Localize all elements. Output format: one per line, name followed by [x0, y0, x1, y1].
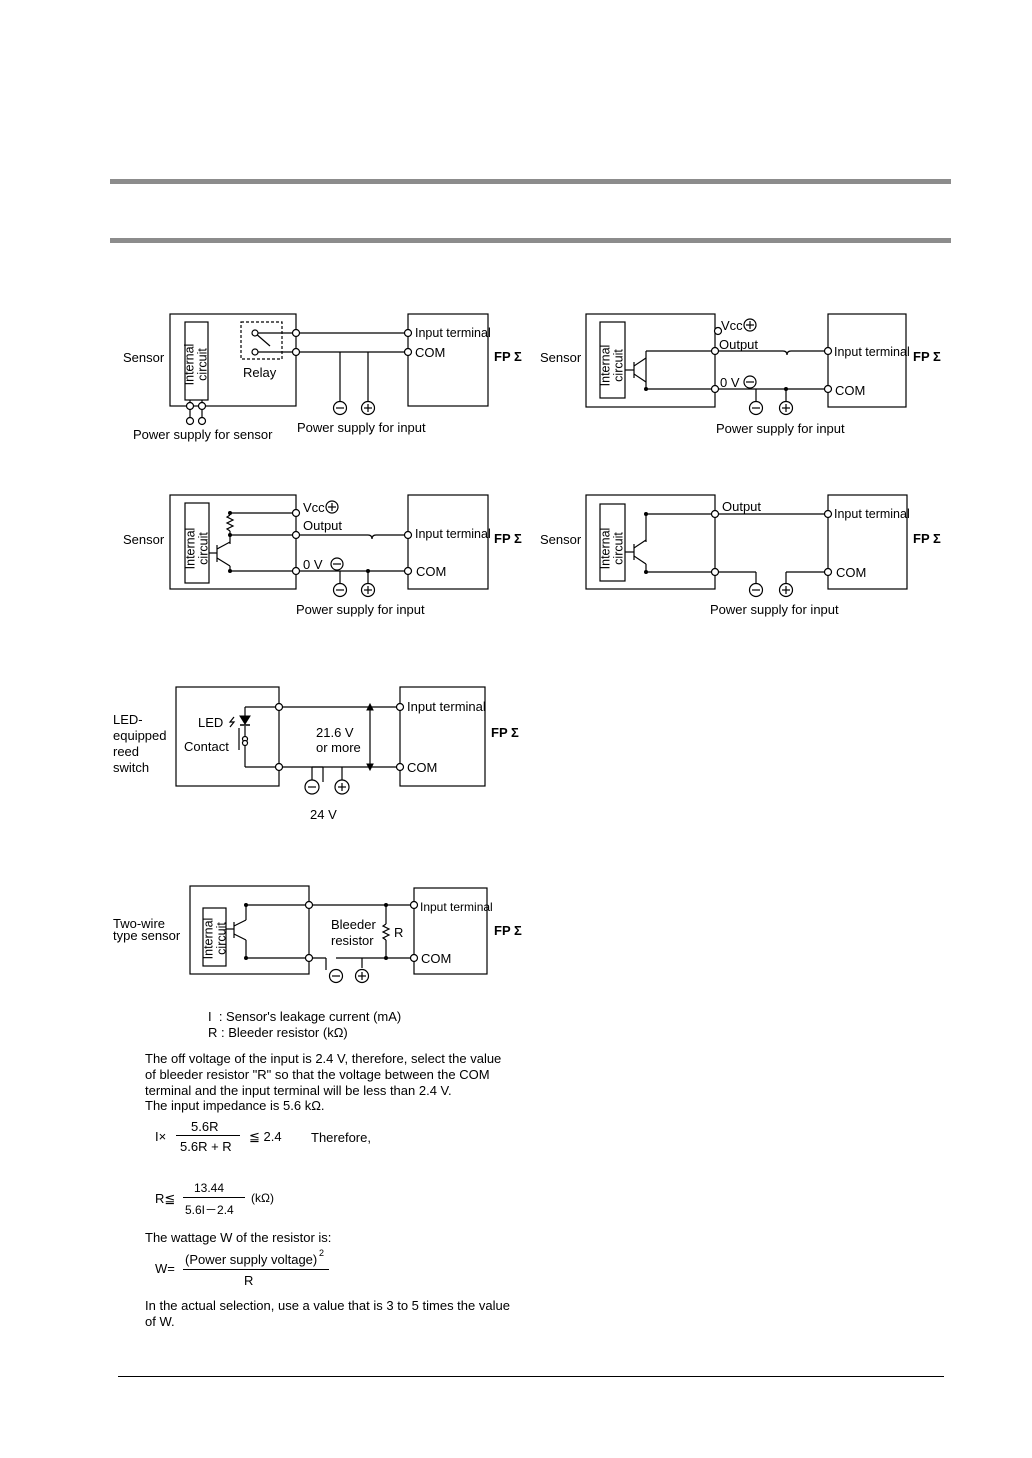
contact-label: Contact — [184, 739, 229, 754]
input-terminal-label: Input terminal — [415, 527, 491, 541]
formula-3-fraction-bar — [183, 1269, 329, 1270]
reed-switch-circuit-lines — [175, 686, 486, 795]
formula-3-superscript: 2 — [319, 1248, 325, 1258]
footer-rule — [118, 1376, 944, 1377]
formula-1-denominator: 5.6R + R — [180, 1139, 232, 1154]
header-rule-top — [110, 179, 951, 184]
bleeder-resistor-label: Bleeder resistor — [331, 917, 376, 948]
formula-2-prefix: R≦ — [155, 1191, 176, 1206]
diagram-relay-output: Sensor Internal circuit Relay Input term… — [110, 300, 522, 450]
formula-2-suffix: (kΩ) — [251, 1191, 274, 1205]
internal-circuit-label: Internal circuit — [183, 527, 211, 570]
led-label: LED — [198, 715, 224, 730]
diagram-current-output: Sensor Internal circuit Output Input ter… — [528, 482, 948, 632]
sensor-label: Sensor — [123, 350, 165, 365]
sensor-label: Sensor — [123, 532, 165, 547]
npn-circuit-lines — [585, 313, 907, 416]
com-label: COM — [835, 383, 866, 398]
input-terminal-label: Input terminal — [834, 507, 910, 521]
fp-sigma-label: FP Σ — [494, 349, 522, 364]
com-label: COM — [407, 760, 438, 775]
output-label: Output — [722, 499, 762, 514]
formula-3-prefix: W= — [155, 1261, 175, 1276]
diagram-npn-output: Sensor Internal circuit Vcc Output 0 V I… — [528, 300, 948, 450]
formula-2: R≦ 13.44 5.6I－2.4 (kΩ) — [155, 1180, 355, 1220]
input-terminal-label: Input terminal — [834, 345, 910, 359]
zero-v-label: 0 V — [303, 557, 323, 572]
voltage-label: 21.6 V or more — [316, 725, 361, 755]
internal-circuit-label: Internal circuit — [598, 527, 626, 570]
input-terminal-label: Input terminal — [420, 900, 493, 914]
formula-1-numerator: 5.6R — [191, 1119, 219, 1134]
sensor-label: Sensor — [540, 350, 582, 365]
com-label: COM — [416, 564, 447, 579]
formula-1-fraction-bar — [176, 1135, 240, 1136]
therefore-label: Therefore, — [311, 1130, 371, 1145]
power-supply-input-label: Power supply for input — [297, 420, 426, 435]
supply-voltage-label: 24 V — [310, 807, 337, 822]
formula-1: I× 5.6R 5.6R + R ≦ 2.4 Therefore, — [155, 1118, 415, 1158]
output-label: Output — [303, 518, 343, 533]
fp-sigma-label: FP Σ — [913, 531, 941, 546]
current-output-circuit-lines — [585, 494, 908, 598]
fp-sigma-label: FP Σ — [491, 725, 519, 740]
resistor-r-label: R — [394, 925, 404, 940]
wattage-intro: The wattage W of the resistor is: — [145, 1230, 332, 1245]
com-label: COM — [836, 565, 867, 580]
zero-v-label: 0 V — [720, 375, 740, 390]
diagram-two-wire-sensor: Two-wire type sensor Internal circuit Bl… — [110, 880, 530, 990]
vcc-label: Vcc — [303, 500, 325, 515]
diagram-voltage-output: Sensor Internal circuit Vcc Output 0 V I… — [110, 482, 522, 632]
vcc-label: Vcc — [721, 318, 743, 333]
com-label: COM — [415, 345, 446, 360]
input-terminal-label: Input terminal — [415, 326, 491, 340]
fp-sigma-label: FP Σ — [494, 923, 522, 938]
com-label: COM — [421, 951, 452, 966]
relay-circuit-lines — [169, 313, 489, 426]
diagram-reed-switch: LED- equipped reed switch LED Contact 21… — [110, 680, 530, 830]
legend-i: I : Sensor's leakage current (mA) — [208, 1009, 402, 1024]
formula-2-numerator: 13.44 — [194, 1181, 225, 1195]
formula-1-suffix: ≦ 2.4 — [249, 1129, 282, 1144]
two-wire-circuit-lines — [189, 885, 488, 984]
formula-3-numerator: (Power supply voltage) — [185, 1252, 318, 1267]
internal-circuit-label: Internal circuit — [201, 917, 229, 960]
output-label: Output — [719, 337, 759, 352]
internal-circuit-label: Internal circuit — [598, 344, 626, 387]
internal-circuit-label: Internal circuit — [182, 343, 210, 386]
note-paragraph-2: The input impedance is 5.6 kΩ. — [145, 1098, 325, 1113]
reed-switch-device-label: LED- equipped reed switch — [113, 712, 167, 775]
formula-1-prefix: I× — [155, 1129, 167, 1144]
header-rule-bottom — [110, 238, 951, 243]
fp-sigma-label: FP Σ — [494, 531, 522, 546]
legend-r: R : Bleeder resistor (kΩ) — [208, 1025, 348, 1040]
final-note: In the actual selection, use a value tha… — [145, 1298, 510, 1329]
two-wire-device-label: Two-wire type sensor — [113, 916, 181, 943]
power-supply-input-label: Power supply for input — [296, 602, 425, 617]
input-terminal-label: Input terminal — [407, 699, 486, 714]
formula-2-fraction-bar — [183, 1197, 245, 1198]
sensor-label: Sensor — [540, 532, 582, 547]
voltage-output-circuit-lines — [169, 494, 489, 598]
relay-label: Relay — [243, 365, 277, 380]
formula-3: W= (Power supply voltage) 2 R — [155, 1248, 355, 1288]
power-supply-input-label: Power supply for input — [716, 421, 845, 436]
formula-2-denominator: 5.6I－2.4 — [185, 1203, 234, 1217]
fp-sigma-label: FP Σ — [913, 349, 941, 364]
power-supply-input-label: Power supply for input — [710, 602, 839, 617]
note-paragraph-1: The off voltage of the input is 2.4 V, t… — [145, 1051, 502, 1098]
formula-3-denominator: R — [244, 1273, 254, 1288]
power-supply-sensor-label: Power supply for sensor — [133, 427, 273, 442]
